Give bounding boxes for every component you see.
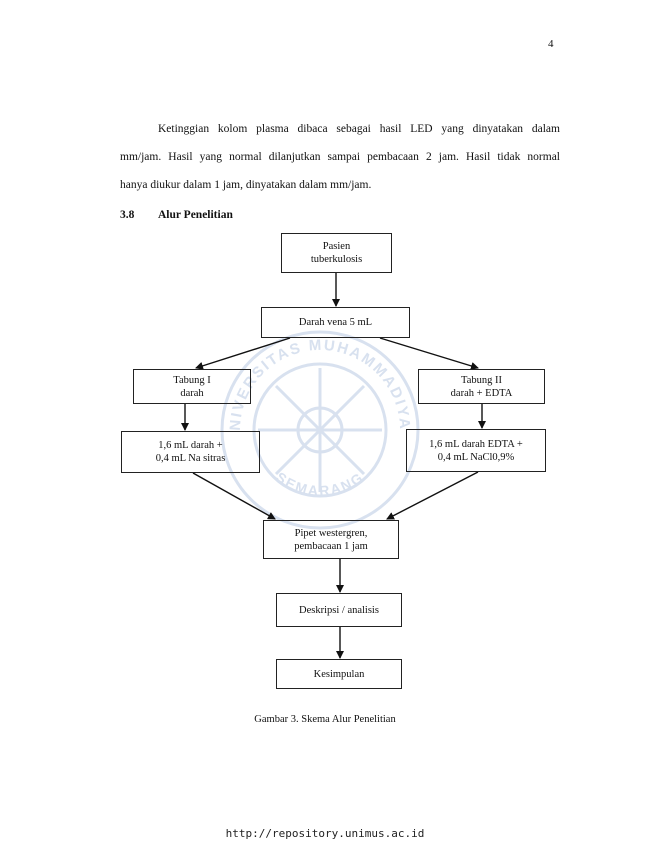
arrow-mix2-to-pipet xyxy=(386,471,479,520)
page-number: 4 xyxy=(548,38,554,50)
paragraph-line-3: hanya diukur dalam 1 jam, dinyatakan dal… xyxy=(120,179,372,191)
section-title: Alur Penelitian xyxy=(158,209,233,221)
arrow-darah-to-tabung2 xyxy=(379,337,479,370)
section-heading: 3.8 Alur Penelitian xyxy=(120,209,233,221)
flow-box-deskripsi: Deskripsi / analisis xyxy=(276,593,402,627)
flow-box-nacl: 1,6 mL darah EDTA + 0,4 mL NaCl0,9% xyxy=(406,429,546,472)
flow-box-pipet-westergren: Pipet westergren, pembacaan 1 jam xyxy=(263,520,399,559)
flow-box-tabung-2: Tabung II darah + EDTA xyxy=(418,369,545,404)
flow-box-darah-vena: Darah vena 5 mL xyxy=(261,307,410,338)
footer-url: http://repository.unimus.ac.id xyxy=(225,827,425,840)
arrow-darah-to-tabung1 xyxy=(195,337,291,370)
section-number: 3.8 xyxy=(120,209,135,221)
flow-box-kesimpulan: Kesimpulan xyxy=(276,659,402,689)
flow-box-na-sitras: 1,6 mL darah + 0,4 mL Na sitras xyxy=(121,431,260,473)
flow-box-tabung-1: Tabung I darah xyxy=(133,369,251,404)
figure-caption: Gambar 3. Skema Alur Penelitian xyxy=(254,714,396,725)
flow-box-pasien: Pasien tuberkulosis xyxy=(281,233,392,273)
university-seal-icon: UNIVERSITAS MUHAMMADIYAH SEMARANG xyxy=(218,328,420,530)
paragraph-line-2: mm/jam. Hasil yang normal dilanjutkan sa… xyxy=(120,151,560,163)
arrow-mix1-to-pipet xyxy=(192,472,276,520)
paragraph-line-1: Ketinggian kolom plasma dibaca sebagai h… xyxy=(158,123,560,135)
